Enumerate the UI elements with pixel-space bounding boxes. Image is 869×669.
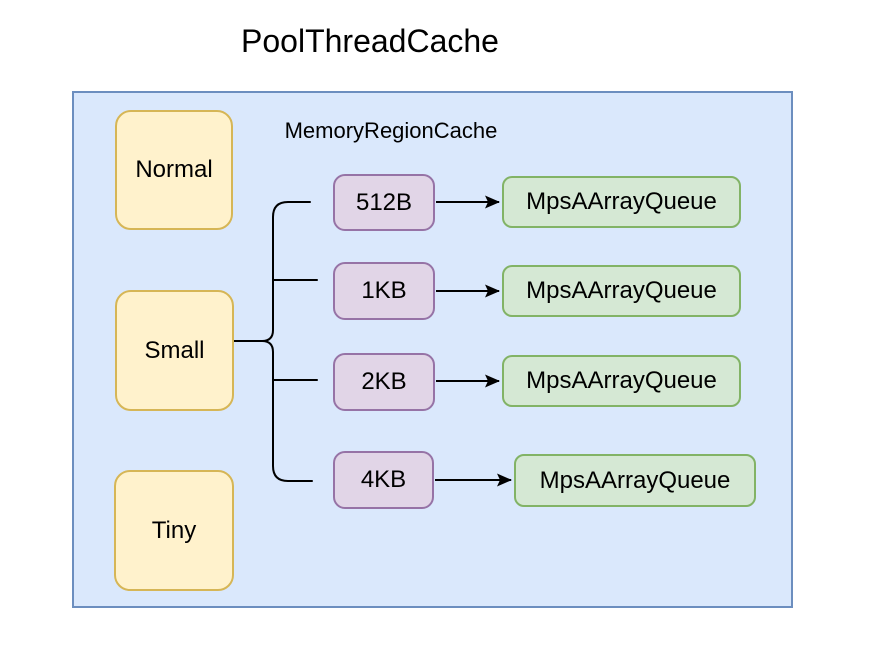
node-queue-512b: MpsAArrayQueue [502, 176, 741, 228]
node-tiny: Tiny [114, 470, 234, 591]
memory-region-cache-label: MemoryRegionCache [284, 118, 498, 143]
node-size-4kb: 4KB [333, 451, 434, 509]
node-queue-4kb: MpsAArrayQueue [514, 454, 756, 507]
node-normal: Normal [115, 110, 233, 230]
node-size-1kb: 1KB [333, 262, 435, 320]
node-queue-2kb: MpsAArrayQueue [502, 355, 741, 407]
node-size-2kb: 2KB [333, 353, 435, 411]
node-size-512b: 512B [333, 174, 435, 231]
node-small: Small [115, 290, 234, 411]
diagram-title: PoolThreadCache [241, 23, 499, 59]
node-queue-1kb: MpsAArrayQueue [502, 265, 741, 317]
